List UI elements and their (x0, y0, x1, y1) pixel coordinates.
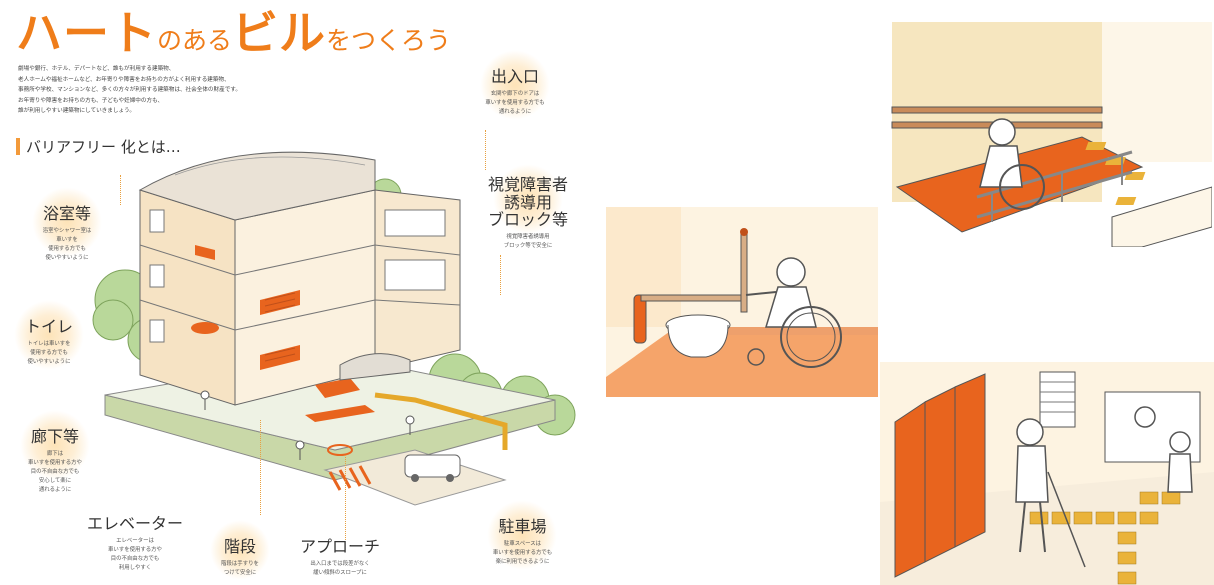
label-tactile-title-1: 視覚障害者 (487, 175, 568, 194)
section-heading-text: バリアフリー 化とは… (26, 138, 181, 156)
illustration-tactile-guidance (880, 362, 1214, 585)
barrier-free-poster: ハートのあるビルをつくろう 劇場や銀行、ホテル、デパートなど、誰もが利用する建築… (0, 0, 600, 585)
label-corridor: 廊下等 廊下は 車いすを使用する方や 目の不自由な方でも 安心して楽に 通れるよ… (10, 410, 100, 495)
person-head (988, 118, 1016, 146)
label-bathroom: 浴室等 浴室やシャワー室は 車いすを 使用する方でも 使いやすいように (22, 187, 112, 263)
intro-line: 事務所や学校、マンションなど、多くの方々が利用する建築物は、社会全体の財産です。 (18, 87, 241, 93)
intro-line: 劇場や銀行、ホテル、デパートなど、誰もが利用する建築物、 (18, 66, 175, 72)
tactile-path (374, 392, 508, 450)
label-elevator-title: エレベーター (86, 514, 183, 533)
building-cutaway-illustration (92, 151, 576, 506)
label-stairs-title: 階段 (223, 537, 256, 556)
label-approach-title: アプローチ (299, 537, 380, 556)
intro-text: 劇場や銀行、ホテル、デパートなど、誰もが利用する建築物、 老人ホームや福祉ホーム… (18, 64, 348, 117)
title-part-heart: ハート (16, 6, 157, 60)
title-part-aru: のある (157, 26, 233, 55)
title-part-building: ビル (232, 6, 327, 60)
label-toilet: トイレ トイレは車いすを 使用する方でも 使いやすいように (4, 300, 94, 370)
person-head (776, 257, 806, 287)
label-bathroom-title: 浴室等 (42, 204, 91, 223)
heading-accent-bar (16, 138, 20, 155)
label-entrance: 出入口 玄関や廊下のドアは 車いすを使用する方でも 通れるように (470, 50, 560, 120)
poster-title: ハートのあるビルをつくろう (16, 10, 451, 56)
person-head (1016, 418, 1044, 446)
label-stairs: 階段 階段は手すりを つけて安全に (210, 520, 270, 580)
leader-line (485, 130, 486, 170)
tactile-blocks (1029, 491, 1181, 585)
leader-line (260, 420, 261, 515)
intro-line: 誰が利用しやすい建築物にしていきましょう。 (18, 108, 135, 114)
label-toilet-title: トイレ (24, 317, 73, 336)
illustration-ramp-handrail (882, 22, 1212, 247)
label-parking-title: 駐車場 (498, 517, 547, 536)
white-cane (1047, 471, 1086, 568)
title-part-tsukurou: をつくろう (326, 26, 452, 55)
label-tactile-title-2: 誘導用 (503, 192, 552, 212)
label-tactile-blocks: 視覚障害者 誘導用 ブロック等 視覚障害者誘導用 ブロック等で安全に (478, 164, 578, 251)
leader-line (120, 175, 121, 205)
wheelchair-wheel (999, 164, 1045, 210)
section-heading: バリアフリー 化とは… (16, 136, 181, 157)
leader-line (500, 255, 501, 295)
intro-line: お年寄りや障害をお持ちの方も、子どもや妊婦中の方も、 (18, 97, 164, 104)
parking-area (323, 444, 507, 506)
intro-line: 老人ホームや福祉ホームなど、お年寄りや障害をお持ちの方がよく利用する建築物、 (18, 76, 230, 83)
label-elevator: エレベーター エレベーターは 車いすを使用する方や 目の不自由な方でも 利用しや… (86, 514, 183, 571)
leader-line (345, 455, 346, 540)
curved-roof (138, 151, 376, 221)
label-approach: アプローチ 出入口までは段差がなく 緩い傾斜のスロープに (290, 538, 390, 578)
label-parking: 駐車場 駐車スペースは 車いすを使用する方でも 楽に利用できるように (475, 500, 570, 570)
orange-doors (894, 373, 986, 578)
illustration-accessible-toilet (606, 207, 878, 397)
label-entrance-title: 出入口 (490, 67, 539, 86)
wheelchair-wheel (780, 306, 842, 368)
label-corridor-title: 廊下等 (30, 427, 79, 446)
label-tactile-title-3: ブロック等 (487, 210, 568, 230)
